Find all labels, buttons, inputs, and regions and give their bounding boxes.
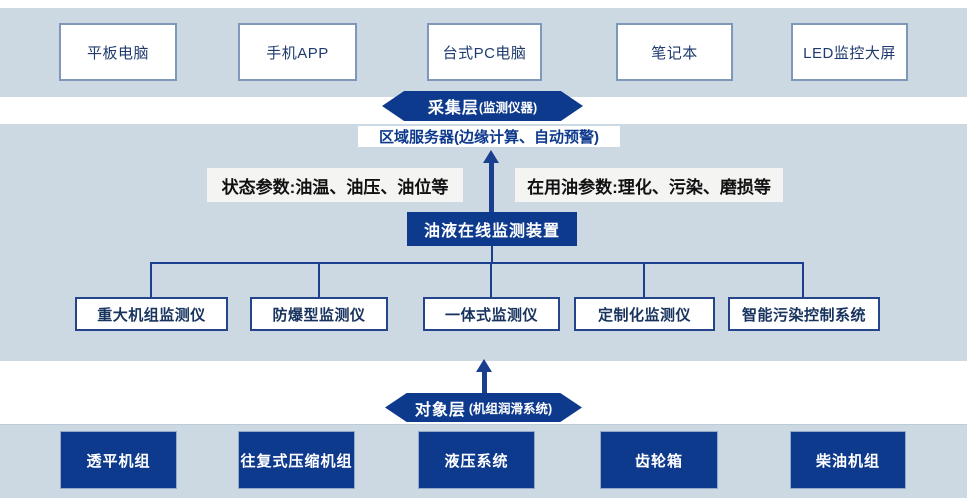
unit-label: 透平机组: [86, 452, 151, 470]
unit-box-diesel: 柴油机组: [790, 431, 906, 489]
device-label: 手机APP: [266, 44, 329, 62]
monitor-label: 一体式监测仪: [444, 306, 538, 324]
oil-params-text: 在用油参数:理化、污染、磨损等: [527, 177, 771, 197]
connector-line: [491, 246, 493, 263]
monitor-box-smart-pollution-control: 智能污染控制系统: [728, 297, 880, 331]
arrow-shaft: [489, 162, 494, 212]
device-label: 平板电脑: [86, 44, 149, 62]
monitor-box-explosion-proof: 防爆型监测仪: [250, 297, 388, 331]
unit-box-hydraulic-system: 液压系统: [418, 431, 535, 489]
device-label: 笔记本: [651, 44, 698, 62]
device-box-desktop-pc: 台式PC电脑: [427, 23, 542, 81]
object-layer-badge: 对象层(机组润滑系统): [385, 393, 582, 422]
badge-subtitle: (机组润滑系统): [468, 402, 553, 416]
unit-box-reciprocating-compressor: 往复式压缩机组: [238, 431, 355, 489]
device-box-laptop: 笔记本: [616, 23, 733, 81]
connector-line: [150, 262, 804, 264]
connector-line: [318, 262, 320, 297]
oil-params-label: 在用油参数:理化、污染、磨损等: [515, 168, 783, 202]
regional-server-box: 区域服务器(边缘计算、自动预警): [358, 126, 620, 147]
monitor-box-customized: 定制化监测仪: [574, 297, 715, 331]
device-label: LED监控大屏: [803, 44, 896, 62]
device-box-led-screen: LED监控大屏: [791, 23, 908, 81]
online-monitoring-device-label: 油液在线监测装置: [423, 223, 560, 240]
unit-label: 液压系统: [444, 452, 509, 470]
collection-layer-badge: 采集层(监测仪器): [382, 91, 583, 121]
monitor-label: 智能污染控制系统: [741, 306, 866, 324]
monitor-label: 重大机组监测仪: [97, 306, 206, 324]
device-box-tablet: 平板电脑: [59, 23, 177, 81]
arrow-up-icon: [483, 150, 499, 163]
arrow-shaft: [482, 371, 487, 393]
device-label: 台式PC电脑: [442, 44, 527, 62]
connector-line: [150, 262, 152, 297]
monitor-label: 定制化监测仪: [597, 306, 691, 324]
regional-server-label: 区域服务器(边缘计算、自动预警): [379, 129, 599, 146]
connector-line: [490, 262, 492, 297]
unit-label: 齿轮箱: [634, 452, 683, 470]
badge-subtitle: (监测仪器): [478, 100, 538, 115]
monitor-label: 防爆型监测仪: [272, 306, 366, 324]
badge-title: 对象层: [414, 401, 466, 419]
unit-label: 柴油机组: [815, 452, 880, 470]
state-params-text: 状态参数:油温、油压、油位等: [221, 177, 449, 197]
badge-title: 采集层: [427, 100, 479, 117]
monitor-box-major-unit: 重大机组监测仪: [75, 297, 228, 331]
unit-box-turbine: 透平机组: [60, 431, 177, 489]
unit-label: 往复式压缩机组: [240, 452, 353, 470]
connector-line: [643, 262, 645, 297]
connector-line: [802, 262, 804, 297]
state-params-label: 状态参数:油温、油压、油位等: [207, 168, 463, 202]
monitor-box-integrated: 一体式监测仪: [423, 297, 560, 331]
arrow-up-icon: [476, 359, 492, 372]
device-box-mobile-app: 手机APP: [238, 23, 357, 81]
unit-box-gearbox: 齿轮箱: [600, 431, 718, 489]
online-monitoring-device-box: 油液在线监测装置: [407, 212, 577, 246]
